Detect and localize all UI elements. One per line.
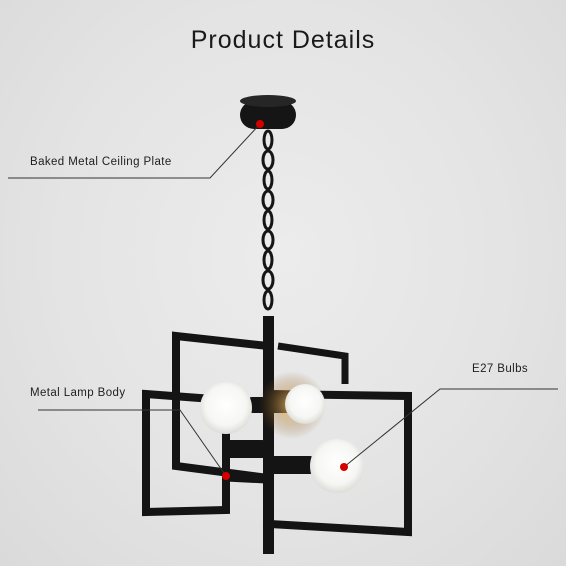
page-title: Product Details	[190, 26, 376, 54]
bulbs-label: E27 Bulbs	[472, 363, 529, 375]
lamp-frame	[142, 316, 412, 554]
bulbs-marker	[340, 463, 348, 471]
ceiling-plate-label: Baked Metal Ceiling Plate	[30, 156, 172, 168]
ceiling-plate	[240, 95, 296, 129]
bulbs	[200, 371, 364, 493]
lamp-body-marker	[222, 472, 230, 480]
ceiling-plate-marker	[256, 120, 264, 128]
callout-markers	[222, 120, 348, 480]
lamp-body-label: Metal Lamp Body	[30, 387, 126, 399]
hanging-chain	[261, 129, 275, 311]
leader-lines	[8, 123, 558, 477]
